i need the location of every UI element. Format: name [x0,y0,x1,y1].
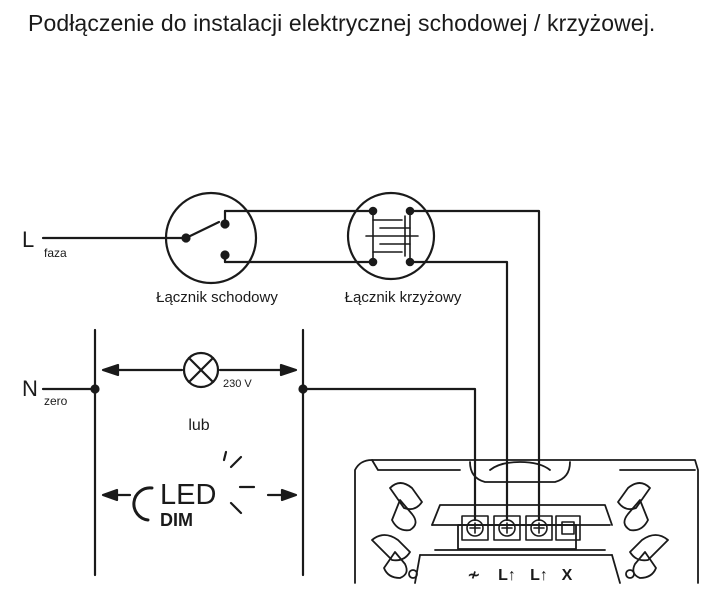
terminal-label-x: X [562,567,573,584]
terminal-label-l2: L↑ [530,567,548,584]
diagram-title: Podłączenie do instalacji elektrycznej s… [28,10,656,36]
cross-switch-icon [346,191,436,281]
or-label: lub [188,417,209,434]
phase-label: L [22,227,34,252]
load-wire [301,387,477,522]
voltage-label: 230 V [223,378,252,390]
cross-switch-label: Łącznik krzyżowy [345,289,462,306]
led-label: LED [160,479,216,511]
terminal-label-l1: L↑ [498,567,516,584]
neutral-sub-label: zero [44,394,68,408]
phase-sub-label: faza [44,246,67,260]
led-dim-icon [132,450,256,522]
terminal-label-dimmer: ≁ [467,567,480,584]
screw-terminal-icon [461,515,581,541]
cross-wire-bottom [408,260,509,522]
lamp-icon [182,351,220,389]
stair-switch-label: Łącznik schodowy [156,289,278,306]
dim-label: DIM [160,510,193,530]
neutral-label: N [22,376,38,401]
stair-switch-icon [164,191,258,285]
cross-wire-top [408,209,541,522]
